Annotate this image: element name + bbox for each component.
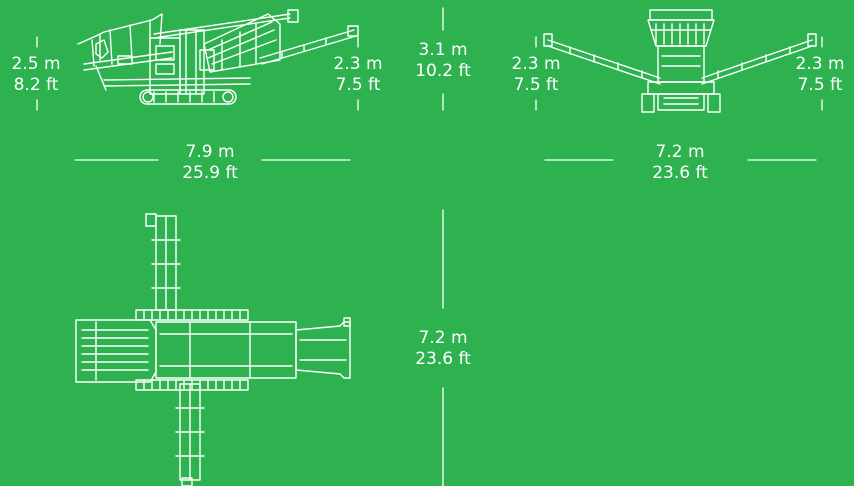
plan-width-label: 7.2 m 23.6 ft <box>403 328 483 370</box>
metric-value: 2.3 m <box>511 54 561 74</box>
side-left-height-label: 2.5 m 8.2 ft <box>4 54 68 96</box>
imperial-value: 23.6 ft <box>652 163 708 183</box>
metric-value: 3.1 m <box>418 40 468 60</box>
dimension-lines <box>37 8 822 486</box>
metric-value: 7.9 m <box>185 142 235 162</box>
metric-value: 2.5 m <box>11 54 61 74</box>
end-width-label: 7.2 m 23.6 ft <box>640 142 720 184</box>
side-view-drawing <box>78 10 358 104</box>
total-height-label: 3.1 m 10.2 ft <box>403 40 483 82</box>
metric-value: 7.2 m <box>418 328 468 348</box>
side-right-height-label: 2.3 m 7.5 ft <box>326 54 390 96</box>
end-right-height-label: 2.3 m 7.5 ft <box>788 54 852 96</box>
plan-view-drawing <box>76 214 350 486</box>
metric-value: 2.3 m <box>333 54 383 74</box>
imperial-value: 25.9 ft <box>182 163 238 183</box>
side-length-label: 7.9 m 25.9 ft <box>170 142 250 184</box>
imperial-value: 7.5 ft <box>335 75 381 95</box>
imperial-value: 7.5 ft <box>513 75 559 95</box>
imperial-value: 23.6 ft <box>415 349 471 369</box>
imperial-value: 10.2 ft <box>415 61 471 81</box>
end-left-height-label: 2.3 m 7.5 ft <box>504 54 568 96</box>
metric-value: 2.3 m <box>795 54 845 74</box>
imperial-value: 8.2 ft <box>13 75 59 95</box>
metric-value: 7.2 m <box>655 142 705 162</box>
end-view-drawing <box>544 10 816 112</box>
imperial-value: 7.5 ft <box>797 75 843 95</box>
